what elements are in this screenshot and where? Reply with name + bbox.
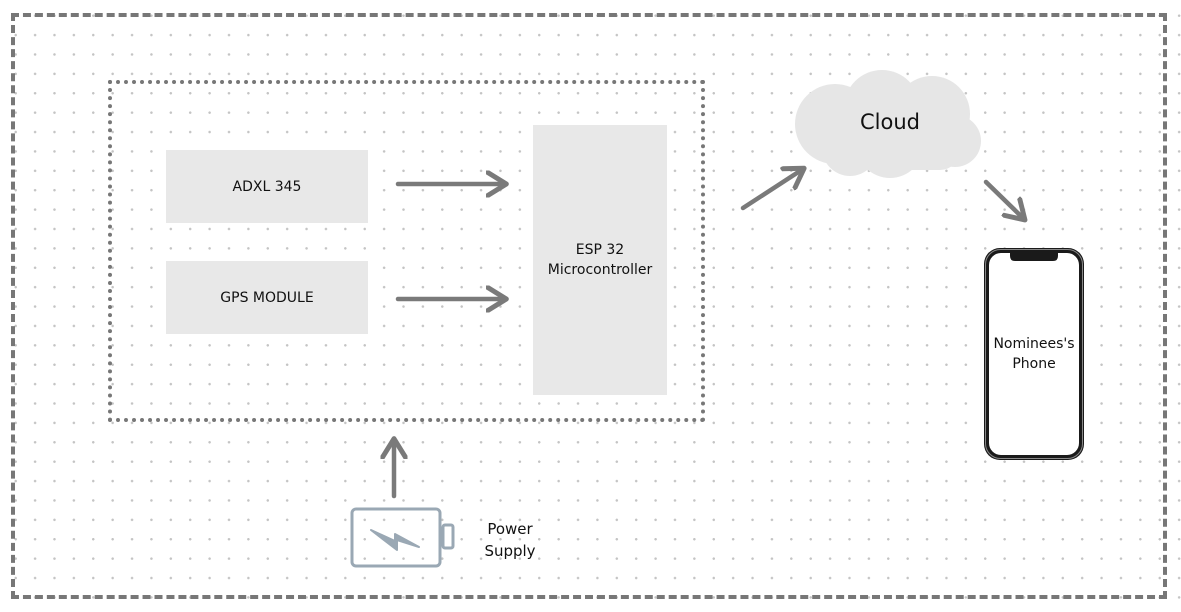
- esp32-microcontroller-block: ESP 32 Microcontroller: [533, 125, 667, 395]
- arrow-esp32-to-cloud: [740, 169, 803, 211]
- power-label-line2: Supply: [484, 542, 536, 560]
- device-module-boundary: [108, 80, 705, 422]
- esp32-label-line1: ESP 32: [575, 242, 625, 258]
- cloud-label: Cloud: [860, 110, 920, 134]
- gps-module-block: GPS MODULE: [166, 261, 368, 334]
- arrow-cloud-to-phone: [983, 179, 1024, 219]
- power-label-line1: Power: [487, 520, 533, 538]
- cloud-icon: [795, 70, 981, 178]
- gps-module-label: GPS MODULE: [220, 289, 314, 306]
- cloud-node: Cloud: [790, 66, 990, 182]
- battery-charging-icon: [350, 507, 455, 568]
- adxl-345-block: ADXL 345: [166, 150, 368, 223]
- adxl-345-label: ADXL 345: [232, 178, 302, 195]
- nominee-phone-label: Nominees's Phone: [983, 334, 1085, 374]
- esp32-label-line2: Microcontroller: [547, 262, 653, 278]
- system-boundary: [11, 13, 1167, 599]
- phone-label-line2: Phone: [1012, 356, 1056, 372]
- power-supply-label: Power Supply: [470, 518, 550, 562]
- smartphone-icon: [984, 248, 1084, 460]
- phone-label-line1: Nominees's: [993, 336, 1075, 352]
